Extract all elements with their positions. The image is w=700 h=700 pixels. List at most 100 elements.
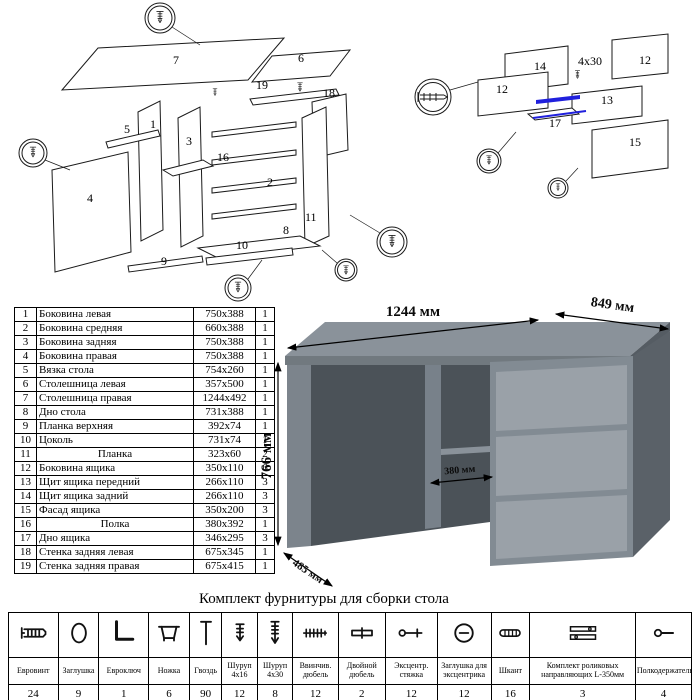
parts-cell-qty: 1 [255,391,275,406]
parts-cell-name: Боковина левая [36,307,194,322]
parts-cell-qty: 1 [255,517,275,532]
hardware-item-name: Ввинчив. дюбель [292,657,339,685]
desk-render [285,322,670,566]
parts-cell-num: 15 [14,503,37,518]
parts-cell-num: 1 [14,307,37,322]
shelf-16 [161,159,215,177]
parts-cell-qty: 1 [255,349,275,364]
hardware-item-qty: 12 [384,684,438,700]
panel-back-19 [249,88,340,106]
leg-icon [148,612,190,658]
drawer-side-12b [611,33,669,80]
parts-cell-size: 380x392 [193,517,256,532]
drawer-front-2 [496,430,627,496]
desk-interior [311,365,490,546]
dim-shelf-arrow [429,474,494,486]
parts-cell-name: Боковина правая [36,349,194,364]
parts-cell-qty: 3 [255,503,275,518]
part-number-label: 16 [217,150,229,164]
drawer-front-1 [496,365,627,431]
hardware-item-qty: 4 [634,684,693,700]
part-number-label: 13 [601,93,613,107]
parts-cell-size: 731x388 [193,405,256,420]
hardware-item-qty: 2 [337,684,386,700]
parts-cell-size: 675x415 [193,559,256,574]
parts-cell-size: 350x200 [193,503,256,518]
drawer-side-12a [477,71,549,117]
hardware-item-qty: 90 [188,684,223,700]
hardware-item-qty: 1 [98,684,150,700]
parts-cell-qty: 1 [255,377,275,392]
dowel-screw-icon [292,612,339,658]
parts-cell-qty: 1 [255,321,275,336]
parts-cell-qty: 3 [255,489,275,504]
desk-left-leg [287,365,311,548]
brace-5 [105,129,161,149]
parts-cell-num: 4 [14,349,37,364]
double-dowel-icon [337,612,386,658]
hardware-item-qty: 8 [256,684,294,700]
hardware-item-qty: 3 [529,684,636,700]
part-number-label: 17 [549,116,561,130]
parts-cell-name: Стенка задняя левая [36,545,194,560]
parts-cell-name: Столешница правая [36,391,194,406]
drawer-unit-right-side [633,331,670,557]
parts-cell-name: Полка [36,517,194,532]
panel-side-right [301,106,330,248]
bottom-8 [196,235,322,259]
hardware-item-qty: 16 [490,684,531,700]
parts-cell-num: 3 [14,335,37,350]
parts-cell-num: 9 [14,419,37,434]
parts-cell-qty: 1 [255,307,275,322]
parts-cell-name: Дно ящика [36,531,194,546]
exploded-left-diagram [51,37,352,273]
callout-magnifiers-right [414,78,579,199]
parts-cell-size: 750x388 [193,335,256,350]
dim-shelf-label: 380 мм [444,464,476,478]
parts-cell-qty: 1 [255,545,275,560]
screw-sketch [212,88,218,96]
parts-cell-name: Щит ящика передний [36,475,194,490]
parts-cell-size: 266x110 [193,475,256,490]
parts-cell-name: Планка [36,447,194,462]
hardware-item-name: Шуруп 4x30 [256,657,294,685]
parts-cell-size: 346x295 [193,531,256,546]
part-number-label: 18 [323,86,335,100]
parts-cell-num: 10 [14,433,37,448]
parts-cell-size: 323x60 [193,447,256,462]
cam-plug-icon [436,612,492,658]
plank-9 [127,255,204,273]
exploded-right-diagram [477,33,669,179]
parts-cell-qty: 1 [255,433,275,448]
parts-cell-size: 750x388 [193,307,256,322]
parts-cell-qty: 6 [255,461,275,476]
part-number-label: 7 [173,53,179,67]
hardware-item-name: Заглушка для эксцентрика [436,657,492,685]
parts-cell-name: Вязка стола [36,363,194,378]
parts-cell-name: Планка верхняя [36,419,194,434]
screw-short-icon [221,612,258,658]
part-number-label: 12 [639,53,651,67]
hardware-item-name: Евровинт [8,657,59,685]
hardware-item-name: Двойной дюбель [337,657,386,685]
rail-2c [211,177,297,194]
parts-cell-num: 19 [14,559,37,574]
parts-cell-name: Боковина ящика [36,461,194,476]
parts-cell-num: 17 [14,531,37,546]
hardware-item-name: Эксцентр. стяжка [384,657,438,685]
parts-cell-num: 5 [14,363,37,378]
screw-sketch [297,82,303,92]
hardware-item-qty: 24 [8,684,59,700]
